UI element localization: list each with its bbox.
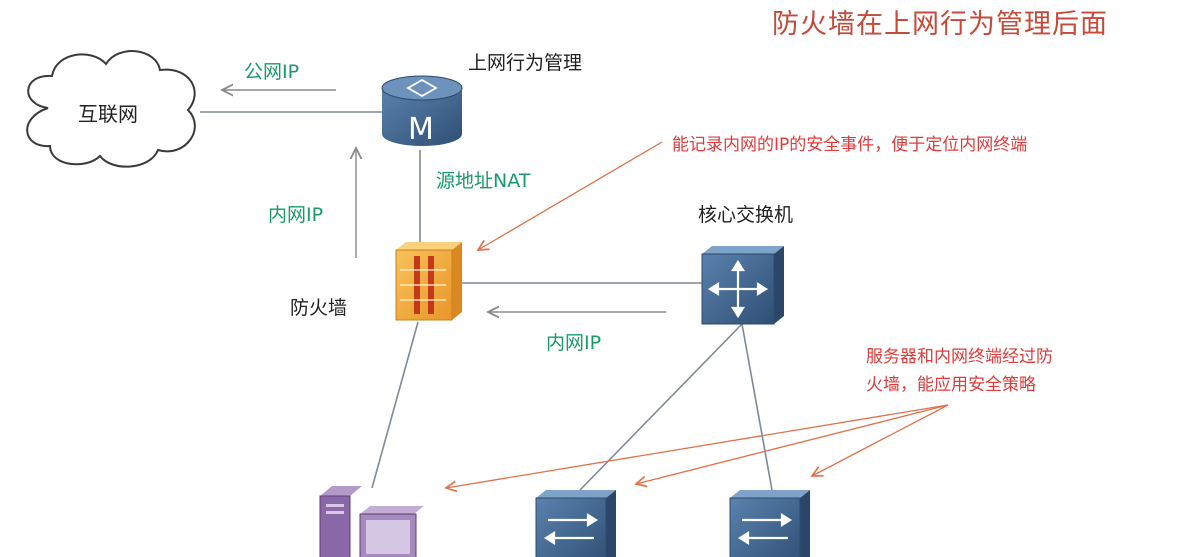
- note-arrow-switch-a: [636, 404, 949, 484]
- flow-arrows: [222, 90, 666, 312]
- note-record-events: 能记录内网的IP的安全事件，便于定位内网终端: [672, 135, 1028, 155]
- link-core-switch-b: [741, 323, 773, 491]
- diagram-title: 防火墙在上网行为管理后面: [772, 9, 1108, 40]
- behavior-management-icon: [381, 75, 463, 146]
- lan-ip-label-right: 内网IP: [546, 332, 602, 354]
- connection-lines: [200, 111, 773, 491]
- link-firewall-server: [371, 321, 419, 489]
- access-switch-b-icon: [729, 490, 810, 557]
- behavior-management-label: 上网行为管理: [468, 52, 583, 74]
- firewall-icon: [395, 242, 462, 321]
- core-switch-icon: [701, 246, 784, 325]
- note-arrow-server: [446, 404, 949, 488]
- core-switch-label: 核心交换机: [698, 204, 794, 226]
- note-arrow-firewall: [478, 141, 663, 250]
- server-icon: [319, 486, 424, 557]
- access-switch-a-icon: [535, 490, 616, 557]
- annotation-arrows: [446, 141, 949, 488]
- lan-ip-label-left: 内网IP: [268, 204, 324, 226]
- link-core-switch-a: [579, 323, 743, 491]
- note-policy-line2: 火墙，能应用安全策略: [866, 375, 1036, 395]
- note-policy-line1: 服务器和内网终端经过防: [866, 347, 1053, 367]
- internet-label: 互联网: [78, 102, 138, 126]
- behavior-management-glyph: M: [408, 112, 434, 147]
- firewall-label: 防火墙: [290, 297, 348, 319]
- public-ip-label: 公网IP: [244, 61, 300, 83]
- source-nat-label: 源地址NAT: [436, 170, 531, 192]
- note-arrow-switch-b: [812, 404, 949, 476]
- internet-cloud-icon: [26, 50, 196, 168]
